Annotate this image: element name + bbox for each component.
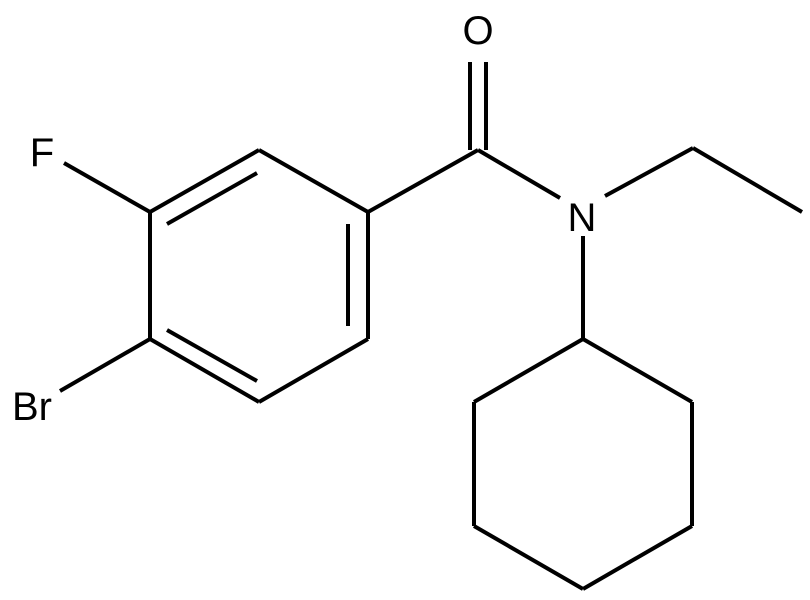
ring-bond	[257, 337, 370, 404]
ring-bond	[472, 524, 585, 591]
bond-carbonyl-nitrogen	[476, 148, 562, 200]
benzene-ring	[148, 148, 370, 404]
ring-bond	[472, 337, 585, 404]
ring-bond	[148, 337, 261, 404]
ring-double-bond-inner	[166, 328, 258, 383]
cyclohexane-ring	[472, 337, 694, 591]
bond-nitrogen-ethyl	[604, 146, 694, 198]
ethyl-bond	[691, 146, 804, 214]
bond-ring-fluorine	[63, 161, 151, 214]
ring-bond	[149, 148, 260, 214]
atom-label-bromine: Br	[12, 385, 52, 429]
ring-bond	[258, 148, 369, 214]
atom-label-fluorine: F	[30, 131, 54, 175]
ring-bond	[581, 337, 694, 404]
bond-ring-bromine	[58, 337, 152, 393]
ring-bond	[581, 524, 694, 591]
atom-label-nitrogen: N	[568, 196, 597, 240]
ring-double-bond-inner	[166, 171, 258, 226]
atom-label-oxygen: O	[462, 9, 493, 53]
bond-ring-carbonyl	[367, 148, 479, 214]
